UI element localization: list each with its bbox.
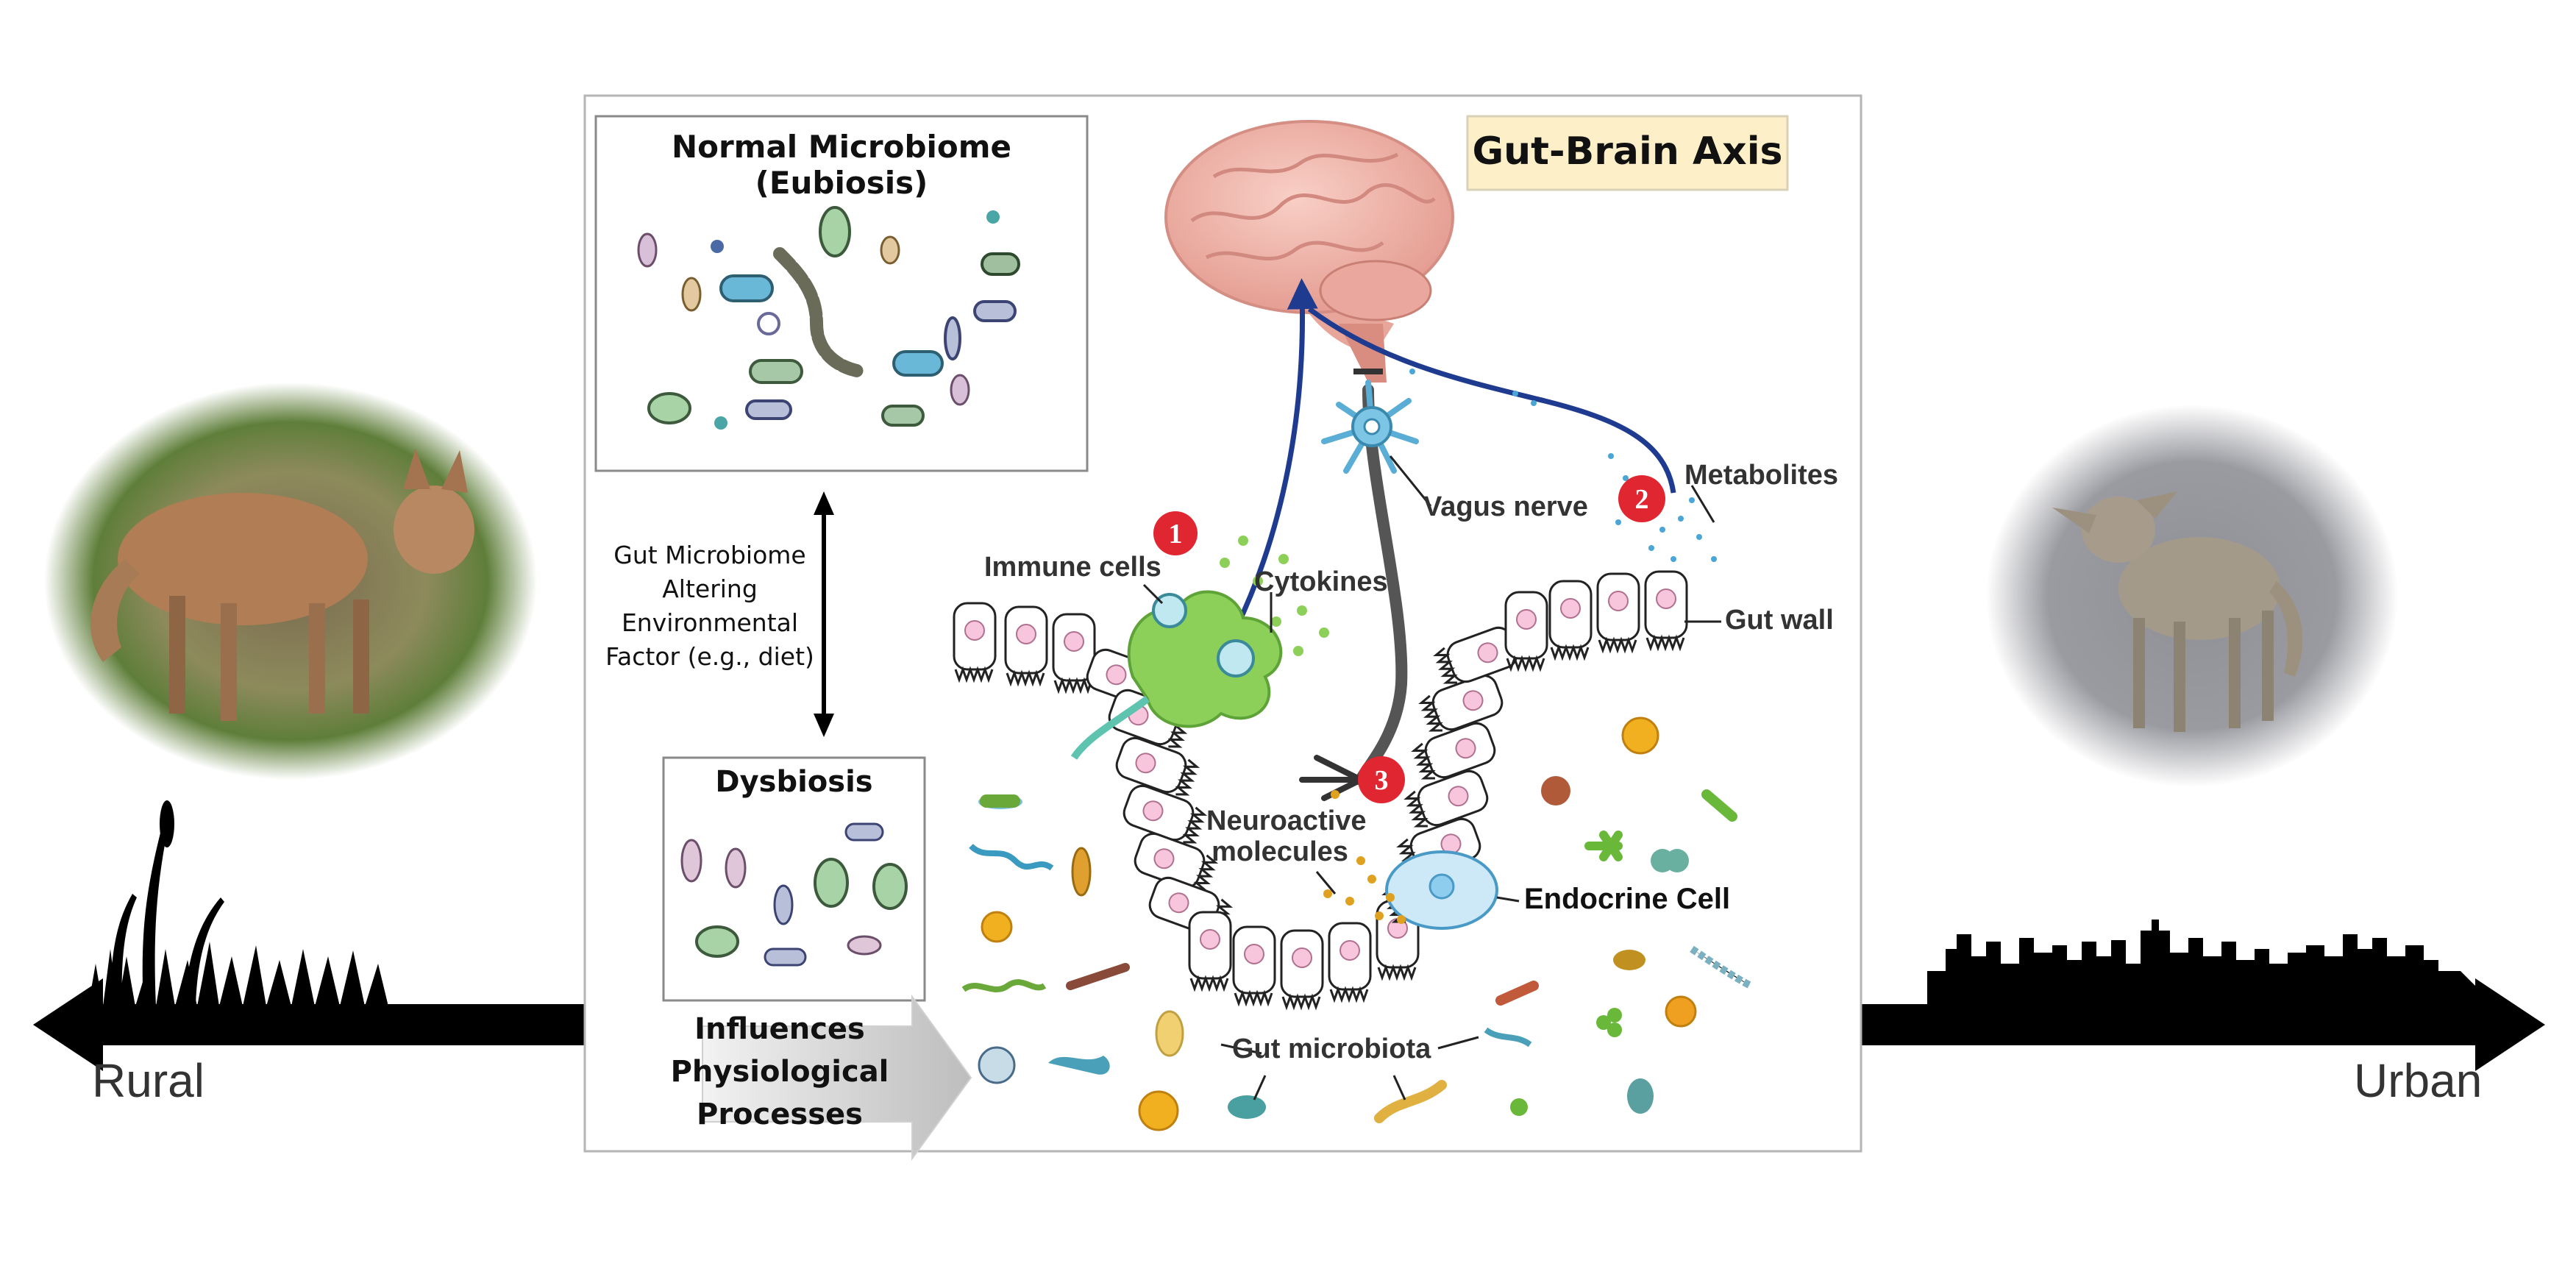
dysbiosis-title: Dysbiosis — [715, 765, 873, 799]
pathway-badge-2-number: 2 — [1635, 484, 1649, 515]
influence-line-1: Influences — [694, 1012, 865, 1046]
gut-epithelial-cell — [1115, 736, 1200, 796]
eubiosis-title: Normal Microbiome (Eubiosis) — [671, 129, 1012, 201]
metabolite-dots — [1409, 369, 1717, 562]
neuroactive-line-2: molecules — [1211, 836, 1348, 867]
cytokine-pathway-arrow — [1233, 278, 1318, 630]
title-box — [1466, 115, 1789, 191]
gut-epithelial-cell — [1328, 922, 1372, 1003]
metabolites-label: Metabolites — [1684, 460, 1839, 491]
gut-epithelial-cell — [1596, 572, 1640, 654]
dysbiosis-bacteria-icons — [680, 822, 908, 967]
gut-microbiota-icons — [961, 716, 1753, 1131]
pathway-badge-3: 3 — [1358, 756, 1405, 803]
pathway-badge-1: 1 — [1153, 511, 1198, 555]
factor-line-1: Gut Microbiome — [613, 541, 806, 569]
urban-label: Urban — [2354, 1054, 2483, 1107]
leader-lines — [1142, 455, 1721, 1100]
immune-cells-label: Immune cells — [984, 552, 1161, 583]
neuroactive-molecules-label: Neuroactive molecules — [1206, 806, 1367, 867]
gut-epithelial-cell — [1188, 911, 1232, 992]
gut-epithelial-cell — [1004, 605, 1048, 687]
gut-epithelial-cell — [1232, 925, 1276, 1007]
pathway-badge-2: 2 — [1618, 475, 1665, 522]
neuroactive-molecule-dots — [1323, 790, 1406, 924]
rural-label: Rural — [92, 1054, 204, 1107]
gut-epithelial-cell — [1504, 591, 1548, 672]
gut-epithelial-cell — [1644, 570, 1688, 652]
grass-silhouette-icon — [88, 800, 388, 1006]
neuroactive-line-1: Neuroactive — [1206, 806, 1367, 836]
urban-coyote-photo — [1986, 405, 2398, 787]
endocrine-cell-icon — [1385, 850, 1498, 930]
gut-epithelial-cell — [1134, 832, 1219, 892]
immune-cell-icon — [1070, 590, 1283, 760]
gut-epithelial-cell — [1418, 674, 1504, 732]
diagram-title: Gut-Brain Axis — [1472, 129, 1783, 174]
metabolite-pathway-arrow — [1307, 307, 1676, 494]
cytokine-dots — [1220, 536, 1329, 656]
factor-line-3: Environmental — [621, 608, 799, 637]
vagus-nerve-icon — [1299, 369, 1408, 801]
influence-arrow-icon — [702, 994, 972, 1162]
pathway-badge-1-number: 1 — [1169, 519, 1183, 550]
gut-epithelial-cell — [1433, 626, 1518, 684]
eubiosis-bacteria-icons — [637, 206, 1020, 430]
rural-coyote-photo — [44, 383, 537, 780]
brain-icon — [1164, 120, 1454, 383]
gut-epithelial-cell — [1122, 784, 1208, 844]
cytokines-label: Cytokines — [1254, 566, 1388, 597]
gut-epithelial-cell — [1548, 580, 1593, 661]
gut-epithelial-cell — [1280, 929, 1324, 1011]
gut-epithelial-cell — [953, 602, 997, 683]
gut-wall-label: Gut wall — [1725, 605, 1834, 636]
environmental-factor-text: Gut Microbiome Altering Environmental Fa… — [603, 538, 816, 674]
neuron-icon — [1321, 380, 1419, 474]
double-arrow-icon — [814, 491, 834, 737]
endocrine-cell-label: Endocrine Cell — [1524, 883, 1731, 915]
pathway-badge-3-number: 3 — [1375, 765, 1389, 796]
influence-line-2: Physiological — [670, 1055, 889, 1089]
gut-epithelial-cell — [1052, 613, 1096, 694]
gut-epithelial-cell — [1411, 722, 1496, 780]
influence-line-3: Processes — [697, 1098, 863, 1131]
gut-microbiota-label: Gut microbiota — [1232, 1034, 1431, 1064]
factor-line-4: Factor (e.g., diet) — [605, 642, 814, 671]
factor-line-2: Altering — [662, 575, 758, 603]
city-skyline-icon — [1927, 920, 2475, 1006]
influences-text: Influences Physiological Processes — [666, 1008, 894, 1136]
gut-epithelial-cell — [1403, 769, 1489, 828]
vagus-nerve-label: Vagus nerve — [1423, 491, 1588, 522]
